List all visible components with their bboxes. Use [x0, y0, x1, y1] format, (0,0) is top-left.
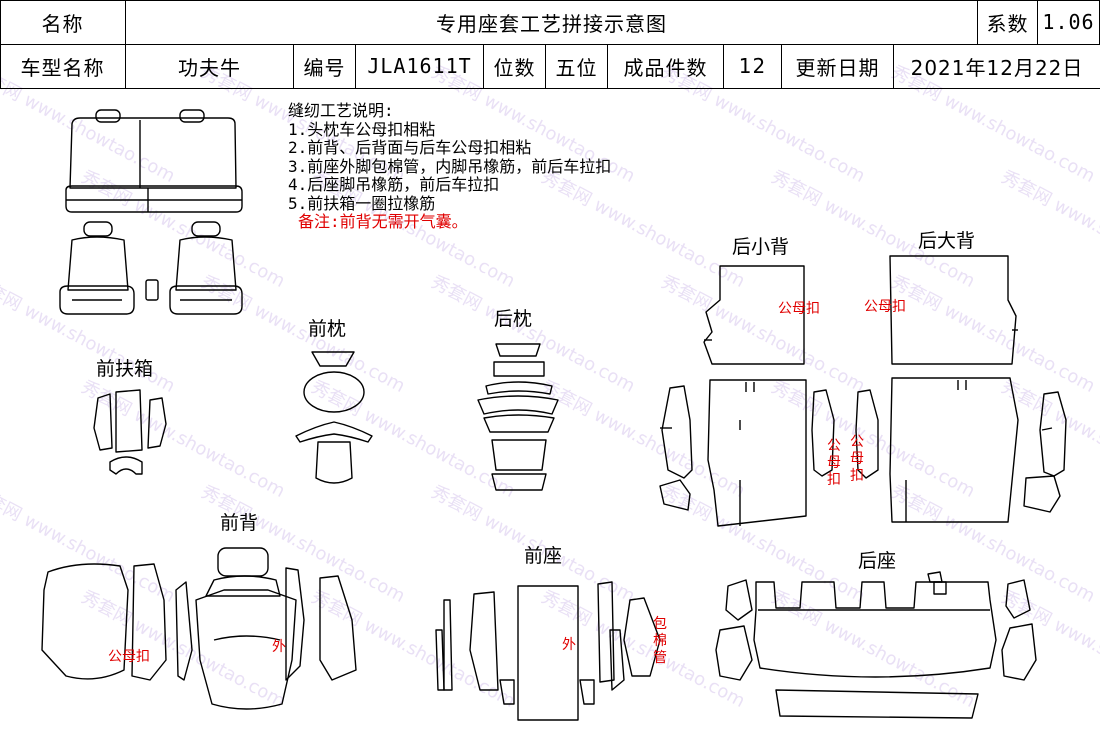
code-label: 编号 [294, 44, 356, 88]
update-label: 更新日期 [782, 44, 894, 88]
label-rear-big-back: 后大背 [918, 230, 976, 252]
header-table: 名称 专用座套工艺拼接示意图 系数 1.06 车型名称 功夫牛 编号 JLA16… [0, 0, 1100, 89]
label-front-back: 前背 [220, 512, 259, 534]
rear-big-back-pieces [855, 255, 1067, 523]
coef-value: 1.06 [1038, 0, 1100, 44]
snap-annotation: 公母扣 [108, 649, 150, 665]
label-rear-seat: 后座 [858, 550, 897, 572]
label-front-armrest: 前扶箱 [96, 358, 154, 380]
sewing-notes: 缝纫工艺说明: 1.头枕车公母扣相粘 2.前背、后背面与后车公母扣相粘 3.前座… [288, 101, 612, 232]
label-rear-headrest: 后枕 [494, 308, 533, 330]
front-headrest-pieces [295, 351, 373, 484]
name-label: 名称 [0, 0, 126, 44]
snap-annotation-vertical: 公母扣 [827, 438, 841, 488]
front-back-pieces [41, 547, 357, 710]
seats-value: 五位 [546, 44, 608, 88]
pieces-label: 成品件数 [608, 44, 724, 88]
snap-annotation: 公母扣 [778, 301, 820, 317]
drawing-title: 专用座套工艺拼接示意图 [126, 0, 978, 44]
pieces-value: 12 [724, 44, 782, 88]
snap-annotation: 公母扣 [864, 299, 906, 315]
note-item: 4.后座脚吊橡筋，前后车拉扣 [288, 175, 500, 194]
notes-remark: 备注:前背无需开气囊。 [298, 212, 468, 231]
label-rear-small-back: 后小背 [732, 236, 790, 258]
note-item: 5.前扶箱一圈拉橡筋 [288, 193, 436, 213]
note-item: 2.前背、后背面与后车公母扣相粘 [288, 138, 532, 157]
label-front-headrest: 前枕 [308, 318, 347, 340]
code-value: JLA1611T [356, 44, 484, 88]
outer-annotation: 外 [272, 639, 286, 655]
rear-bench-illustration [65, 109, 243, 213]
note-item: 1.头枕车公母扣相粘 [288, 119, 436, 139]
model-value: 功夫牛 [126, 44, 294, 88]
label-front-seat: 前座 [524, 545, 563, 567]
rear-headrest-pieces [477, 343, 559, 491]
note-item: 3.前座外脚包棉管，内脚吊橡筋，前后车拉扣 [288, 156, 612, 176]
rear-seat-pieces [715, 571, 1037, 719]
coef-label: 系数 [978, 0, 1038, 44]
front-armrest-pieces [93, 389, 167, 475]
cotton-tube-annotation: 包棉管 [653, 616, 667, 666]
seats-label: 位数 [484, 44, 546, 88]
notes-heading: 缝纫工艺说明: [288, 101, 394, 120]
front-seat-pieces [435, 581, 661, 721]
rear-small-back-pieces [659, 265, 835, 527]
snap-annotation-vertical: 公母扣 [850, 434, 864, 484]
model-label: 车型名称 [0, 44, 126, 88]
front-seats-illustration [59, 221, 243, 315]
outer-annotation: 外 [562, 637, 576, 653]
update-value: 2021年12月22日 [910, 55, 1084, 80]
